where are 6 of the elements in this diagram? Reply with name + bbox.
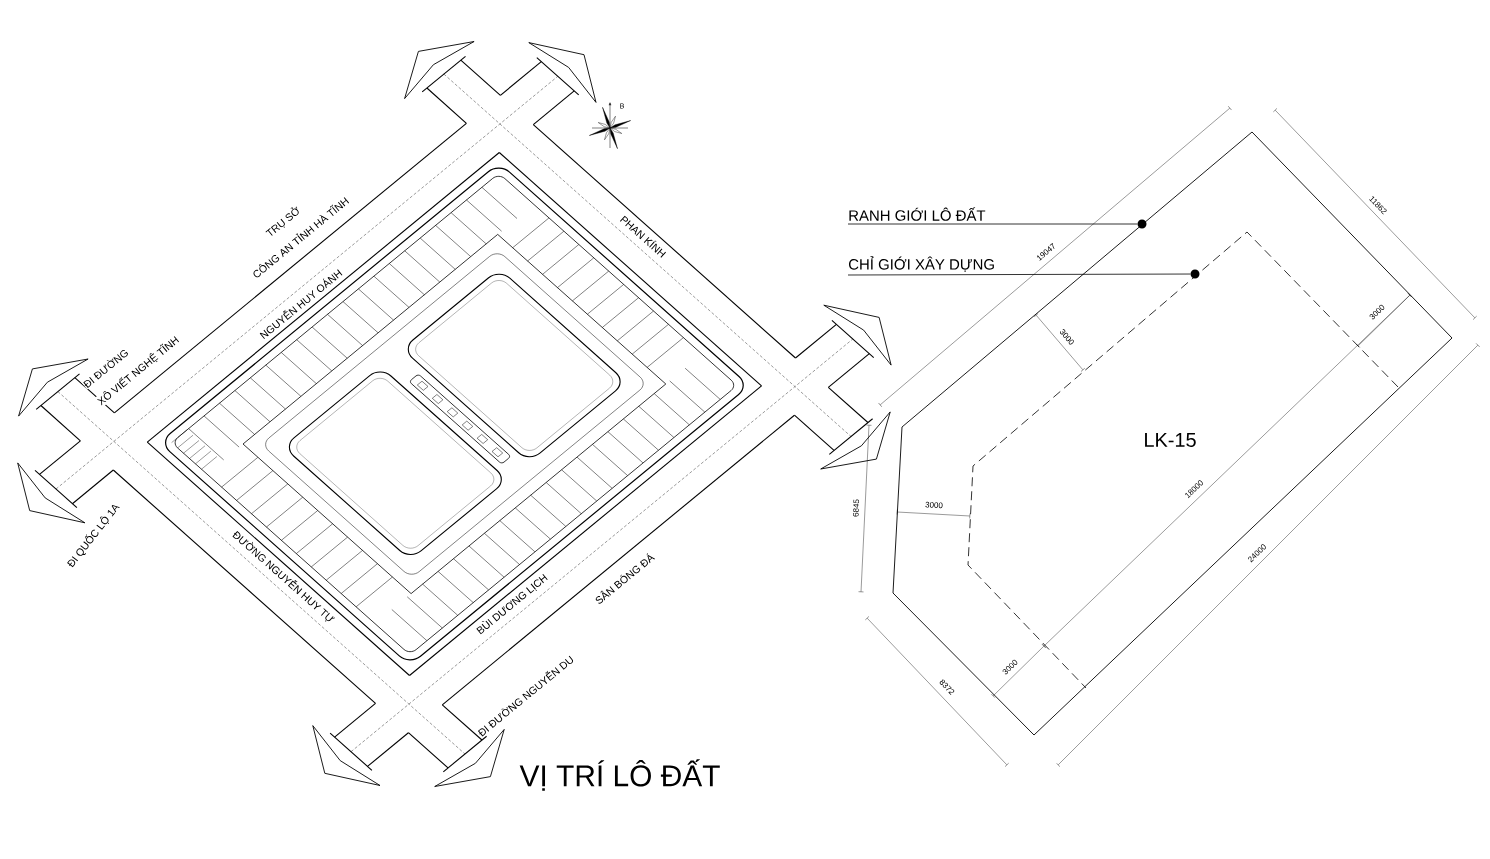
leader-line bbox=[847, 223, 1138, 225]
leader-text: RANH GIỚI LÔ ĐẤT bbox=[849, 207, 986, 221]
leader-text: CHỈ GIỚI XÂY DỰNG bbox=[849, 256, 994, 272]
title: VỊ TRÍ LÔ ĐẤT bbox=[519, 759, 720, 791]
lot-code: LK-15 bbox=[1142, 432, 1198, 448]
leader-line bbox=[847, 273, 1191, 276]
